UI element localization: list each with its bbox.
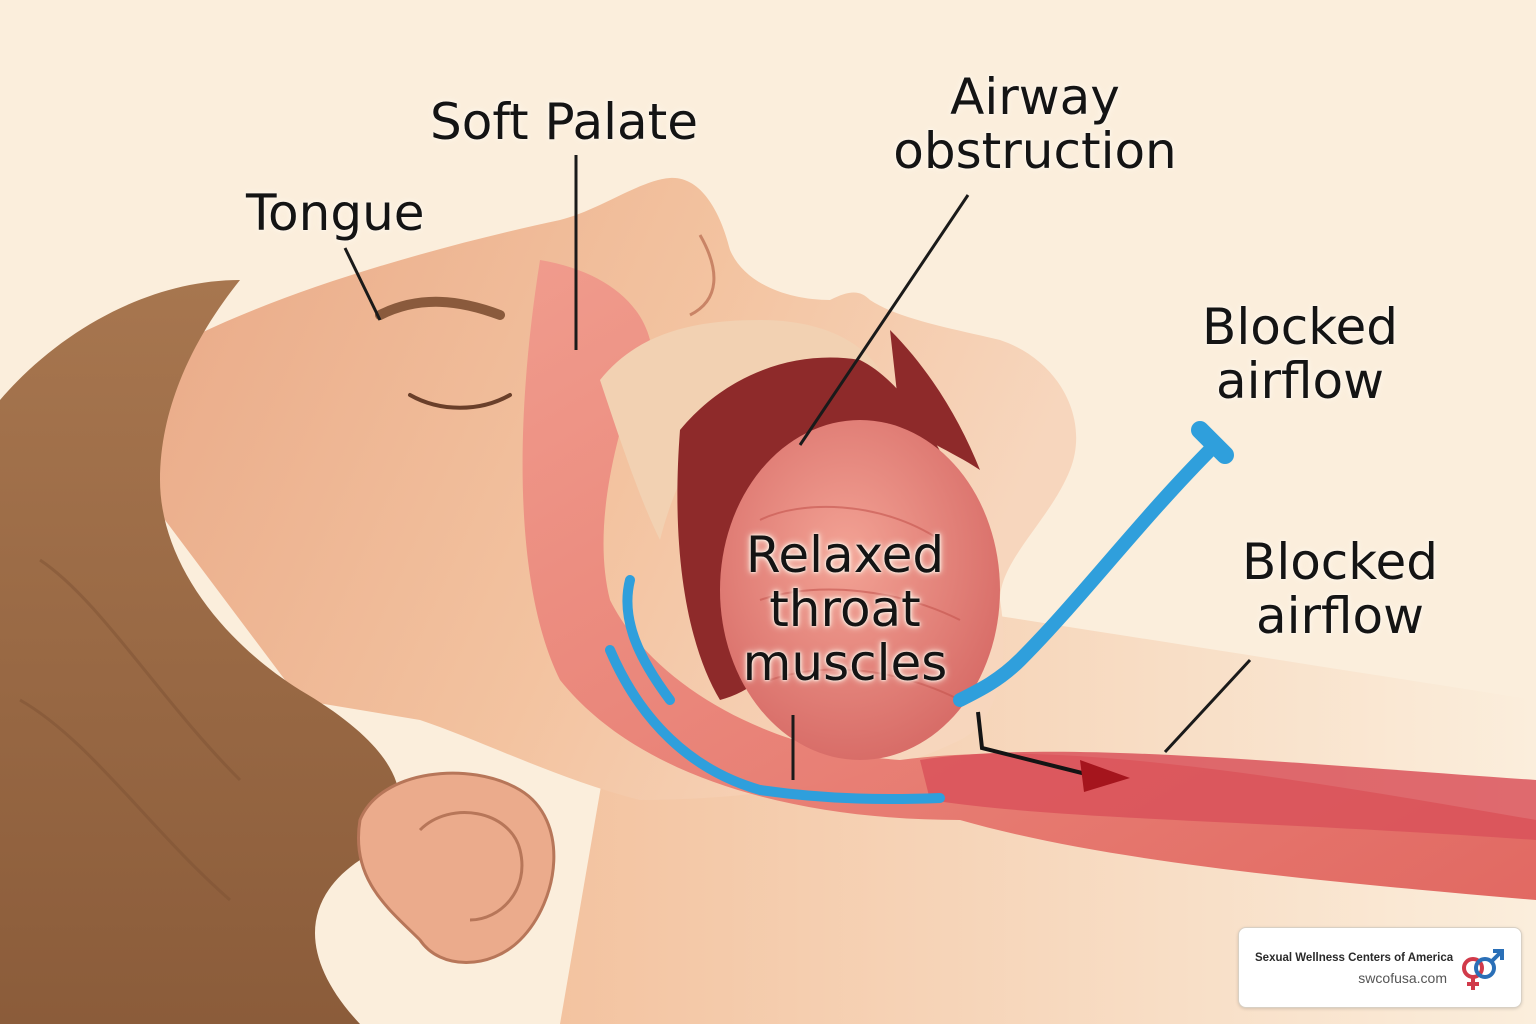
brand-url[interactable]: swcofusa.com [1358,970,1447,986]
hair-shape [0,280,400,1024]
throat-tissue [522,260,1536,900]
leader-tongue [343,247,382,321]
leader-blocked-airflow [1163,658,1252,754]
ear-shape [357,771,556,964]
gender-symbols-icon [1462,949,1504,990]
label-airway-obstruction: Airway obstruction [893,68,1177,180]
leader-airway-obstruction [798,194,970,446]
brand-logo-box[interactable]: Sexual Wellness Centers of America swcof… [1238,927,1522,1008]
label-blocked-airflow-upper: Blocked airflow [1202,298,1398,410]
airway-tube [920,751,1536,840]
label-tongue: Tongue [246,184,425,242]
label-relaxed-throat-muscles: Relaxed throat muscles [742,526,948,692]
red-arrow [976,711,1091,777]
airflow-line-upper [953,438,1222,707]
airflow-line-side [622,575,675,705]
label-soft-palate: Soft Palate [430,93,698,151]
airflow-line-lower [605,645,945,805]
label-blocked-airflow-lower: Blocked airflow [1242,533,1438,645]
brand-name: Sexual Wellness Centers of America [1255,952,1454,964]
